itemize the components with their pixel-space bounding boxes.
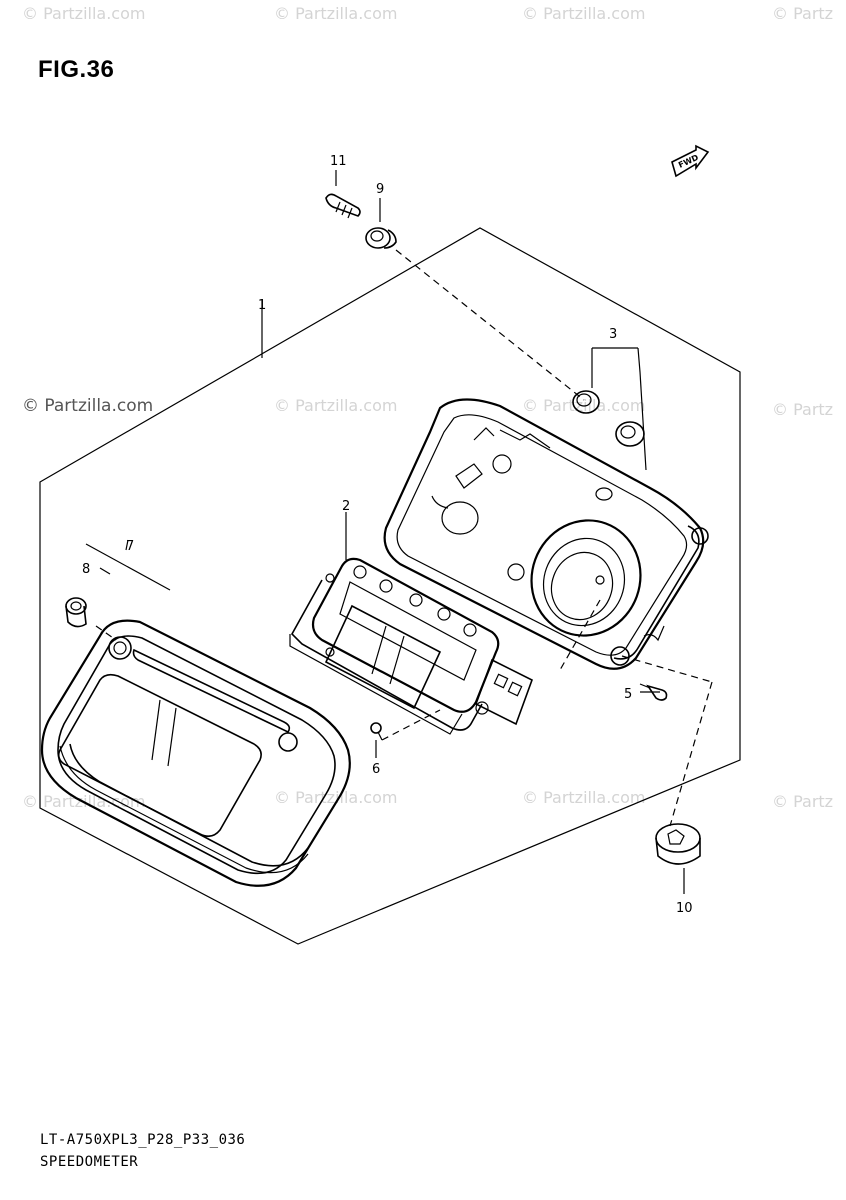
part-5-screw-icon: [639, 683, 668, 701]
watermark-primary: © Partzilla.com: [22, 396, 154, 416]
part-10-mount-icon: [655, 823, 701, 865]
callout-5: 5: [624, 687, 632, 702]
callout-7: 7: [126, 539, 134, 554]
callout-3: 3: [609, 327, 617, 342]
watermark: © Partzilla.com: [274, 396, 398, 415]
callout-1: 1: [258, 298, 266, 313]
leader-lines: [85, 170, 713, 894]
callout-2: 2: [342, 499, 350, 514]
assembly-boundary-outline: [39, 227, 741, 945]
part-3-cushion-icon: [572, 390, 645, 447]
watermark: © Partzilla.com: [274, 4, 398, 23]
drawing-name: SPEEDOMETER: [40, 1154, 139, 1170]
fwd-arrow-icon: FWD: [671, 144, 710, 178]
watermark: © Partzilla.com: [274, 788, 398, 807]
callout-8: 8: [82, 562, 90, 577]
part-2-lcd-board: [289, 557, 533, 735]
rear-case-housing: [383, 398, 709, 670]
callout-6: 6: [372, 762, 380, 777]
part-9-grommet-icon: [365, 227, 397, 249]
drawing-code: LT-A750XPL3_P28_P33_036: [40, 1132, 246, 1148]
part-7-marker: [125, 539, 129, 551]
part-8-knob-icon: [65, 597, 87, 628]
watermark: © Partzilla.com: [522, 4, 646, 23]
watermark: © Partz: [772, 4, 834, 23]
figure-title: FIG.36: [38, 56, 115, 83]
watermark: © Partzilla.com: [522, 788, 646, 807]
watermark: © Partz: [772, 792, 834, 811]
part-11-screw-icon: [325, 193, 361, 219]
front-lens-cover: [40, 619, 351, 887]
callout-11: 11: [330, 154, 347, 169]
part-6-screw-icon: [370, 722, 383, 741]
callout-9: 9: [376, 182, 384, 197]
watermark: © Partz: [772, 400, 834, 419]
callout-10: 10: [676, 901, 693, 916]
watermark: © Partzilla.com: [22, 4, 146, 23]
